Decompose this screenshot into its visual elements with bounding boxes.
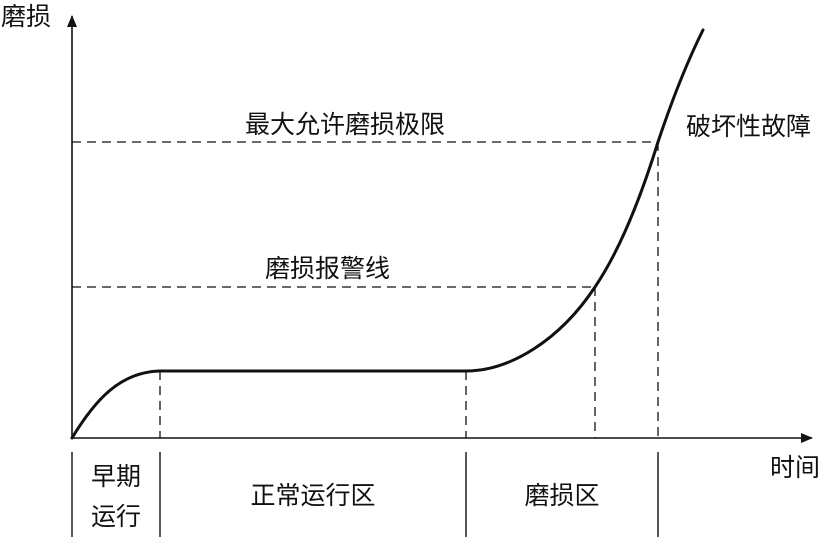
early-stage-label-line2: 运行 [91,502,141,531]
max-limit-label: 最大允许磨损极限 [245,110,445,139]
x-axis-label: 时间 [770,453,820,482]
normal-stage-label: 正常运行区 [250,481,375,510]
early-stage-label-line1: 早期 [91,462,141,491]
wear-stage-label: 磨损区 [524,481,599,510]
alarm-label: 磨损报警线 [265,254,390,283]
wear-curve [70,28,705,440]
y-axis-label: 磨损 [1,2,51,31]
failure-label: 破坏性故障 [686,112,811,141]
